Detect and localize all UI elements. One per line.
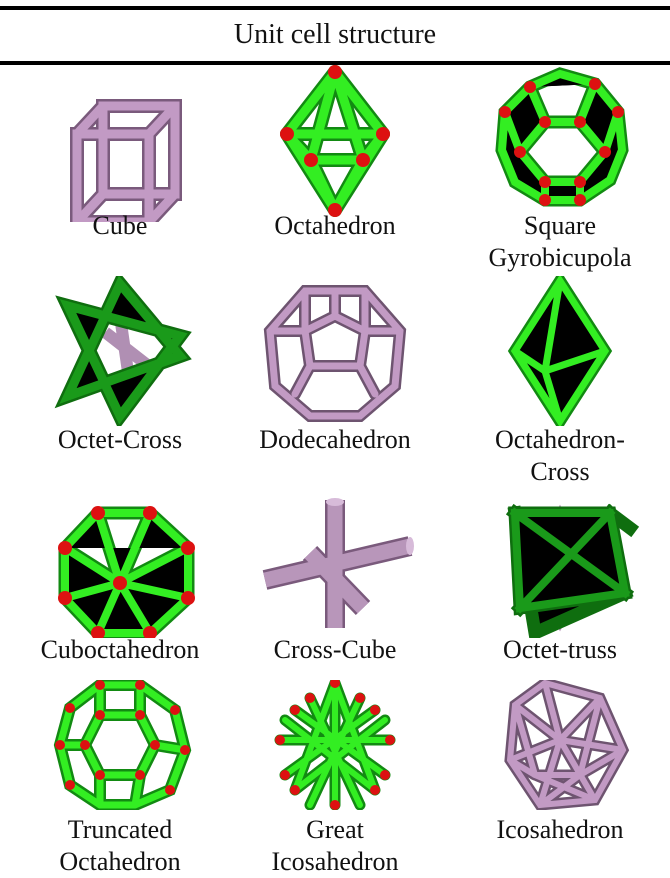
- square-gyrobicupola-figure: [460, 62, 660, 222]
- cell-cuboctahedron: Cuboctahedron: [20, 498, 220, 678]
- cell-octahedron-label: Octahedron: [235, 210, 435, 242]
- cross-cube-figure: [235, 498, 435, 638]
- cell-icosahedron: Icosahedron: [460, 680, 660, 878]
- cell-octahedron-cross: Octahedron- Cross: [460, 276, 660, 476]
- cube-figure: [20, 62, 220, 222]
- cell-cross-cube-label: Cross-Cube: [235, 634, 435, 666]
- cell-octet-cross-label: Octet-Cross: [20, 424, 220, 456]
- cell-octahedron: Octahedron: [235, 62, 435, 262]
- cell-octahedron-cross-label: Octahedron- Cross: [460, 424, 660, 488]
- great-icosahedron-figure: [235, 680, 435, 810]
- octahedron-cross-figure: [460, 276, 660, 426]
- cell-cross-cube: Cross-Cube: [235, 498, 435, 678]
- octahedron-figure: [235, 62, 435, 222]
- cell-square-gyrobicupola: Square Gyrobicupola: [460, 62, 660, 262]
- cell-icosahedron-label: Icosahedron: [460, 814, 660, 846]
- cell-square-gyrobicupola-label: Square Gyrobicupola: [460, 210, 660, 274]
- truncated-octahedron-figure: [20, 680, 220, 810]
- cell-great-icosahedron: Great Icosahedron: [235, 680, 435, 878]
- cell-dodecahedron-label: Dodecahedron: [235, 424, 435, 456]
- cell-octet-cross: Octet-Cross: [20, 276, 220, 476]
- cell-octet-truss-label: Octet-truss: [460, 634, 660, 666]
- cell-octet-truss: Octet-truss: [460, 498, 660, 678]
- icosahedron-figure: [460, 680, 660, 810]
- table-header: Unit cell structure: [0, 10, 670, 60]
- cell-cube-label: Cube: [20, 210, 220, 242]
- cell-cube: Cube: [20, 62, 220, 262]
- dodecahedron-figure: [235, 276, 435, 426]
- octet-truss-figure: [460, 498, 660, 638]
- cell-dodecahedron: Dodecahedron: [235, 276, 435, 476]
- cell-truncated-octahedron: Truncated Octahedron: [20, 680, 220, 878]
- cell-cuboctahedron-label: Cuboctahedron: [20, 634, 220, 666]
- cell-truncated-octahedron-label: Truncated Octahedron: [20, 814, 220, 878]
- cuboctahedron-figure: [20, 498, 220, 638]
- cell-great-icosahedron-label: Great Icosahedron: [235, 814, 435, 878]
- octet-cross-figure: [20, 276, 220, 426]
